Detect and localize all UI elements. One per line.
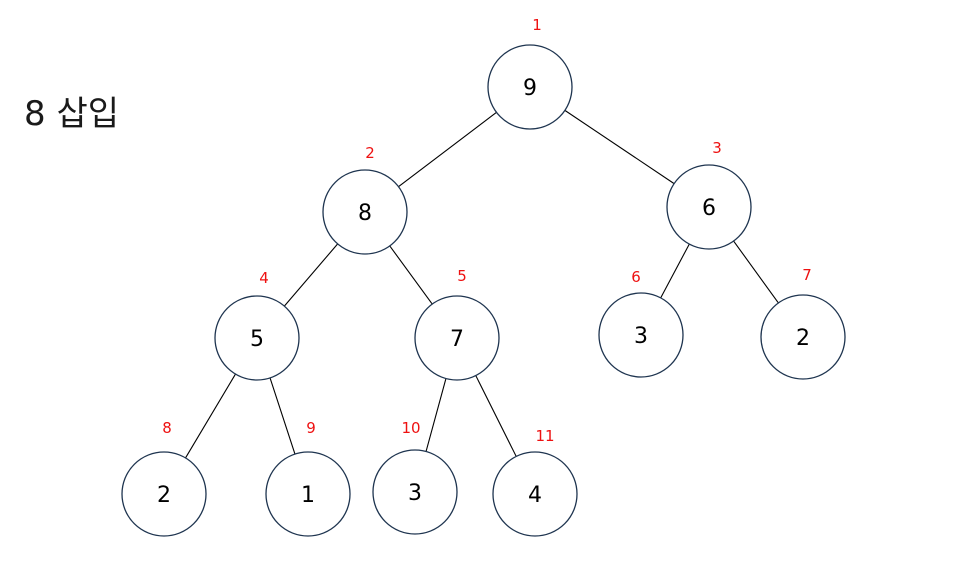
node-circle: [121, 451, 207, 537]
tree-node: 4 11: [492, 427, 578, 537]
node-index-label: 4: [259, 269, 269, 287]
tree-node: 27: [760, 266, 846, 380]
tree-edge: [283, 243, 339, 307]
tree-node: 28: [121, 419, 207, 537]
node-index-label: 3: [712, 139, 722, 157]
node-circle: [666, 164, 752, 250]
node-index-label: 7: [802, 266, 812, 284]
node-value: 3: [408, 481, 422, 506]
node-index-label: 9: [306, 419, 316, 437]
node-index-label: 11: [535, 427, 554, 445]
node-value: 4: [528, 483, 542, 508]
node-index-label: 10: [401, 419, 420, 437]
node-value: 7: [450, 327, 464, 352]
node-circle: [414, 295, 500, 381]
tree-node: 3 10: [372, 419, 458, 535]
node-circle: [214, 295, 300, 381]
node-index-label: 5: [457, 267, 467, 285]
tree-node: 36: [598, 268, 684, 378]
node-value: 1: [301, 483, 315, 508]
node-circle: [598, 292, 684, 378]
node-value: 3: [634, 324, 648, 349]
node-value: 5: [250, 327, 264, 352]
node-value: 8: [358, 201, 372, 226]
tree-edge: [398, 111, 497, 188]
tree-node: 54: [214, 269, 300, 381]
tree-edge: [425, 378, 447, 452]
node-value: 2: [157, 483, 171, 508]
tree-node: 63: [666, 139, 752, 250]
tree-edge: [269, 377, 296, 455]
tree-edge: [733, 240, 779, 304]
tree-edge: [564, 109, 675, 185]
tree-edge: [660, 243, 690, 299]
node-index-label: 2: [365, 144, 375, 162]
node-value: 2: [796, 326, 810, 351]
node-value: 9: [523, 76, 537, 101]
node-circle: [322, 169, 408, 255]
tree-node: 91: [487, 16, 573, 130]
node-circle: [492, 451, 578, 537]
tree-edge: [475, 375, 517, 457]
tree-node: 75: [414, 267, 500, 381]
node-value: 6: [702, 196, 716, 221]
tree-edge: [185, 373, 236, 459]
tree-edge: [389, 245, 433, 305]
tree-node: 82: [322, 144, 408, 255]
node-circle: [487, 44, 573, 130]
node-circle: [372, 449, 458, 535]
node-circle: [760, 294, 846, 380]
node-circle: [265, 451, 351, 537]
diagram-title: 8 삽입: [24, 94, 119, 134]
node-index-label: 6: [631, 268, 641, 286]
node-index-label: 1: [532, 16, 542, 34]
node-index-label: 8: [162, 419, 172, 437]
tree-node: 19: [265, 419, 351, 537]
edges-layer: [185, 109, 779, 459]
